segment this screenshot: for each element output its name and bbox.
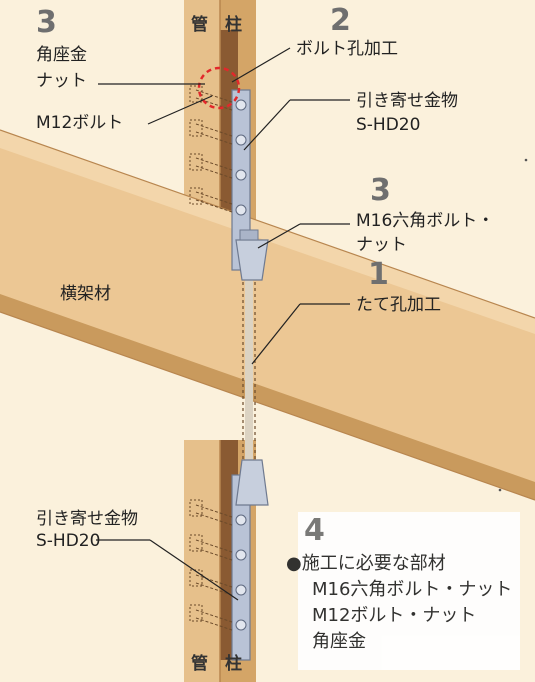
top-m16-nut [239, 229, 259, 241]
top-bolt-3 [235, 169, 247, 181]
top-post-kan-label: 管 [191, 15, 208, 35]
callout-1-number: 1 [368, 257, 389, 292]
bottom-bolt-3 [235, 584, 247, 596]
callout-3-top-nut-label: ナット [36, 71, 87, 91]
bottom-post-kan-label: 管 [191, 654, 208, 674]
info-item-2: M12ボルト・ナット [312, 605, 477, 626]
beam-outline-bottom [0, 311, 535, 501]
callout-1-label: たて孔加工 [356, 295, 441, 315]
callout-3-mid-nut-label: ナット [356, 235, 407, 255]
callout-3-top-washer-label: 角座金 [36, 45, 87, 65]
top-post-hashira-label: 柱 [225, 15, 242, 35]
required-parts-box: 4 ●施工に必要な部材 M16六角ボルト・ナット M12ボルト・ナット 角座金 [286, 512, 520, 670]
callout-3-mid-bolt-label: M16六角ボルト・ [356, 211, 495, 231]
callout-3-top-number: 3 [36, 5, 57, 40]
top-bolt-1 [235, 99, 247, 111]
leader-lines [96, 47, 350, 601]
speck-1 [524, 158, 528, 162]
bottom-washers [189, 499, 203, 622]
info-number: 4 [304, 513, 325, 548]
bottom-bolt-4 [235, 619, 247, 631]
bottom-post-hashira-label: 柱 [225, 654, 242, 674]
bottom-post-left-face [184, 440, 220, 682]
hold-down-bottom-name-label: 引き寄せ金物 [36, 509, 138, 529]
callout-3-top-bolt-label: M12ボルト [36, 113, 124, 133]
beam-front-face [0, 130, 535, 500]
info-heading: ●施工に必要な部材 [286, 553, 446, 574]
beam-bottom-edge [0, 294, 535, 500]
callout-3-mid-number: 3 [370, 173, 391, 208]
hold-down-bottom-model-label: S-HD20 [36, 531, 101, 551]
bottom-bolt-2 [235, 549, 247, 561]
top-hold-down-bracket [235, 239, 269, 281]
hold-down-top-model-label: S-HD20 [356, 115, 421, 135]
callout-2-label: ボルト孔加工 [296, 39, 398, 59]
beam-label: 横架材 [60, 284, 111, 304]
top-bolt-4 [235, 204, 247, 216]
bottom-hidden-bolts [195, 504, 233, 631]
hold-down-top-name-label: 引き寄せ金物 [356, 91, 458, 111]
bolt-hole-highlight-circle [197, 66, 241, 110]
callout-2-number: 2 [330, 3, 351, 38]
m16-bolt-rod [245, 280, 253, 465]
speck-2 [498, 488, 502, 492]
beam-outline-top [0, 129, 535, 319]
top-washers [189, 85, 203, 205]
info-item-1: M16六角ボルト・ナット [312, 579, 513, 600]
bottom-hold-down-bracket [235, 459, 269, 506]
top-bolt-2 [235, 134, 247, 146]
bottom-bolt-1 [235, 514, 247, 526]
beam-top-edge [0, 130, 535, 334]
info-item-3: 角座金 [312, 631, 366, 652]
